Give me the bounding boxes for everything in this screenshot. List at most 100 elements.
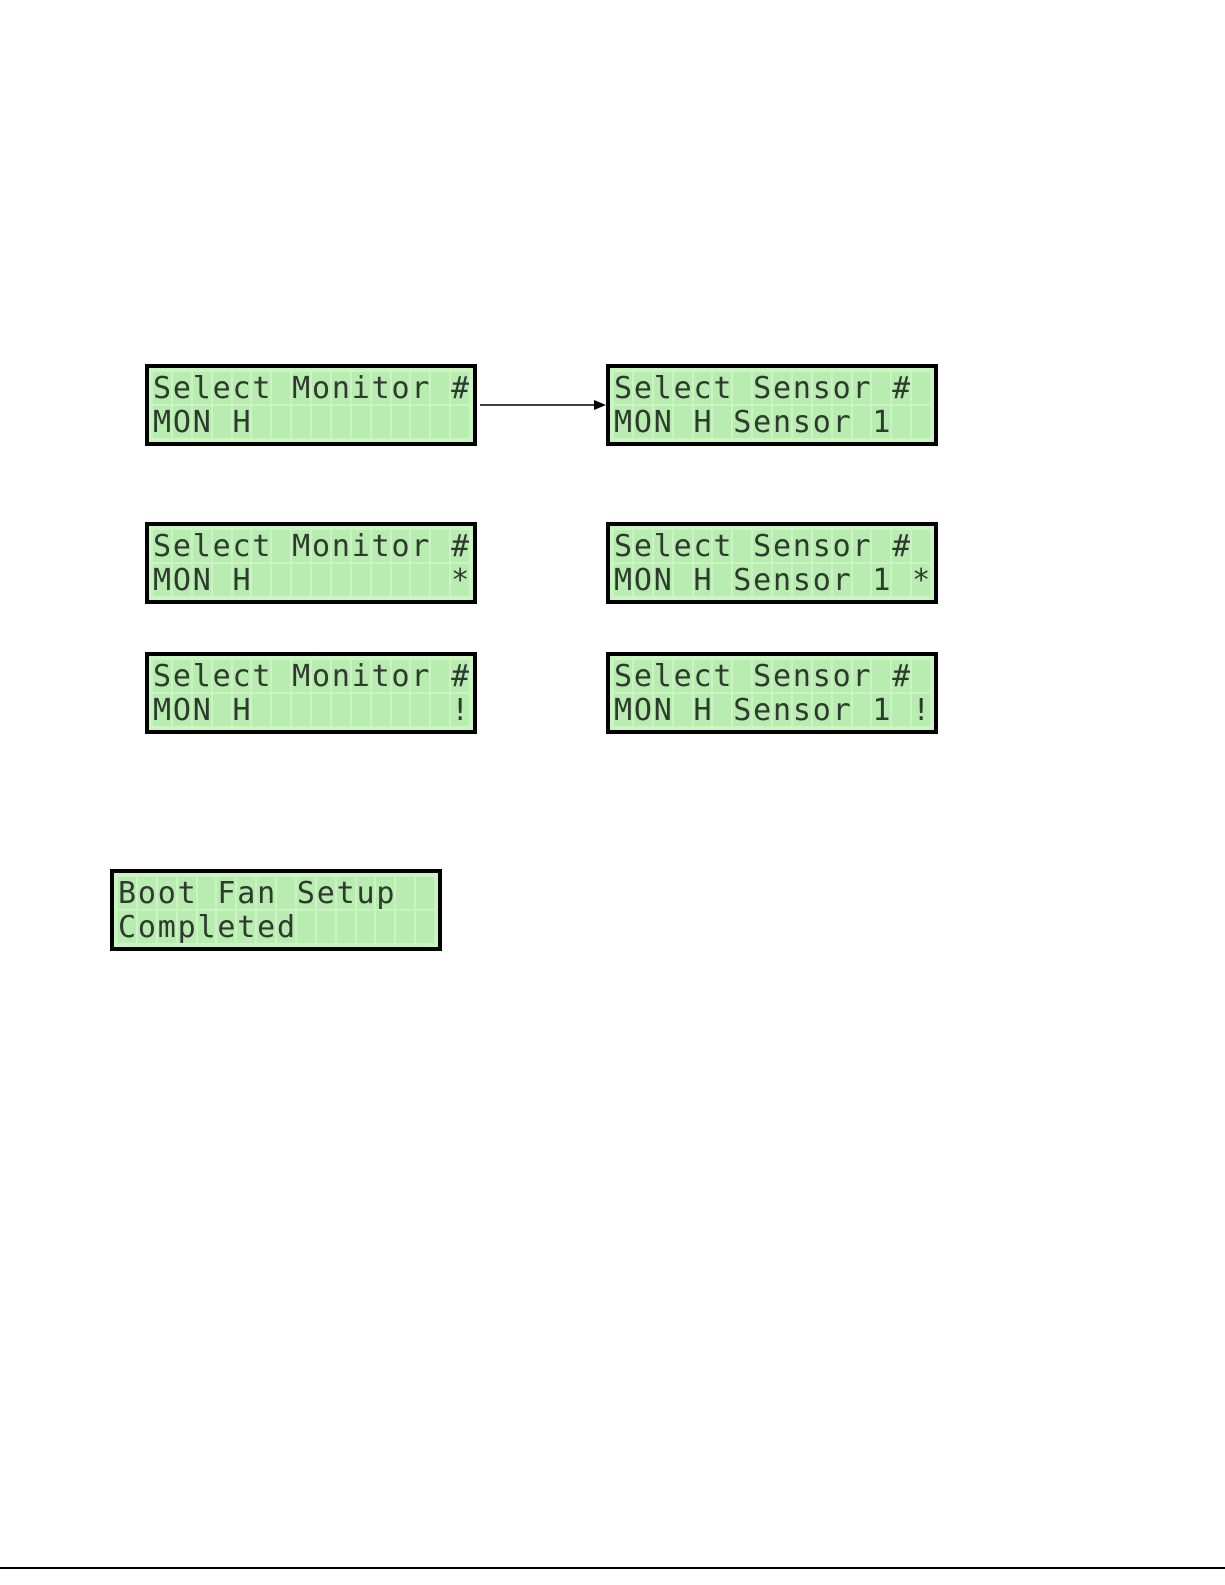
lcd-char-cell: O <box>172 694 191 726</box>
lcd-char-cell: e <box>773 660 791 692</box>
lcd-char-cell: M <box>614 406 632 438</box>
lcd-char-cell <box>312 406 330 438</box>
lcd-char-cell <box>431 694 450 726</box>
lcd-char-cell: l <box>653 372 672 404</box>
lcd-char-cell: o <box>832 372 851 404</box>
lcd-char-cell <box>351 406 370 438</box>
lcd-char-cell <box>713 694 732 726</box>
lcd-char-cell <box>912 406 930 438</box>
flow-arrow <box>480 400 606 410</box>
lcd-char-cell: o <box>137 877 156 909</box>
lcd-char-cell: O <box>172 564 191 596</box>
lcd-char-cell <box>673 564 692 596</box>
lcd-char-cell <box>296 911 315 943</box>
lcd-char-cell: s <box>812 372 831 404</box>
lcd-char-cell: r <box>852 660 871 692</box>
lcd-char-cell <box>252 564 271 596</box>
lcd-char-cell: n <box>792 530 811 562</box>
lcd-char-cell: M <box>153 694 171 726</box>
lcd-char-cell: S <box>753 530 771 562</box>
lcd-char-cell: o <box>312 660 330 692</box>
lcd-char-cell <box>272 530 291 562</box>
lcd-char-cell: r <box>411 530 430 562</box>
lcd-char-cell: N <box>192 564 211 596</box>
lcd-char-cell <box>312 564 330 596</box>
lcd-char-cell: p <box>376 877 395 909</box>
lcd-char-cell <box>411 694 430 726</box>
lcd-char-cell <box>212 564 231 596</box>
lcd-char-cell <box>713 564 732 596</box>
lcd-char-cell <box>892 406 911 438</box>
lcd-char-cell <box>331 564 350 596</box>
lcd-char-cell: M <box>614 564 632 596</box>
lcd-char-cell: * <box>912 564 930 596</box>
lcd-char-cell <box>733 372 752 404</box>
lcd-char-cell: e <box>753 564 771 596</box>
lcd-char-cell <box>431 372 450 404</box>
lcd-char-cell: M <box>153 564 171 596</box>
lcd-char-cell: s <box>792 694 811 726</box>
lcd-char-cell <box>431 530 450 562</box>
lcd-char-cell: S <box>733 694 752 726</box>
lcd-char-cell <box>212 694 231 726</box>
lcd-char-cell: o <box>137 911 156 943</box>
lcd-char-cell <box>912 530 930 562</box>
lcd-char-cell <box>396 877 415 909</box>
lcd-char-cell: e <box>753 694 771 726</box>
lcd-char-cell <box>912 372 930 404</box>
lcd-char-cell <box>892 564 911 596</box>
lcd-char-cell: n <box>773 564 791 596</box>
lcd-char-cell: O <box>172 406 191 438</box>
lcd-char-cell <box>872 660 891 692</box>
lcd-char-cell <box>713 406 732 438</box>
lcd-char-cell <box>292 694 310 726</box>
lcd-char-cell <box>416 911 434 943</box>
lcd-char-cell: s <box>812 660 831 692</box>
lcd-char-cell: i <box>351 372 370 404</box>
lcd-char-cell: e <box>212 660 231 692</box>
lcd-char-cell: r <box>411 372 430 404</box>
lcd-char-cell: H <box>232 694 251 726</box>
lcd-char-cell: M <box>614 694 632 726</box>
lcd-char-cell: t <box>713 372 732 404</box>
lcd-char-cell: N <box>653 694 672 726</box>
lcd-char-cell: e <box>633 530 652 562</box>
lcd-char-cell: H <box>232 564 251 596</box>
lcd-char-cell: l <box>653 530 672 562</box>
lcd-char-cell <box>673 406 692 438</box>
lcd-char-cell: s <box>792 564 811 596</box>
lcd-char-cell <box>252 694 271 726</box>
lcd-char-cell <box>316 911 335 943</box>
lcd-char-cell: S <box>153 530 171 562</box>
lcd-char-cell: # <box>451 660 469 692</box>
lcd-char-cell: C <box>118 911 136 943</box>
lcd-char-cell: N <box>192 694 211 726</box>
lcd-char-cell: S <box>614 530 632 562</box>
lcd-char-cell <box>673 694 692 726</box>
lcd-char-cell: H <box>232 406 251 438</box>
lcd-char-cell: o <box>312 372 330 404</box>
lcd-char-cell: i <box>351 530 370 562</box>
lcd-char-cell: o <box>812 694 831 726</box>
lcd-char-cell: t <box>713 530 732 562</box>
lcd-char-cell: e <box>633 660 652 692</box>
lcd-char-cell: m <box>157 911 176 943</box>
lcd-char-cell <box>733 530 752 562</box>
lcd-char-cell: S <box>614 660 632 692</box>
lcd-char-cell: # <box>892 372 911 404</box>
lcd-char-cell: e <box>773 530 791 562</box>
lcd-char-cell: t <box>713 660 732 692</box>
lcd-char-cell <box>391 406 410 438</box>
lcd-char-cell: o <box>391 372 410 404</box>
lcd-char-cell: O <box>633 564 652 596</box>
lcd-char-cell: o <box>312 530 330 562</box>
lcd-char-cell: F <box>217 877 236 909</box>
lcd-char-cell: t <box>252 372 271 404</box>
lcd-char-cell: # <box>892 660 911 692</box>
